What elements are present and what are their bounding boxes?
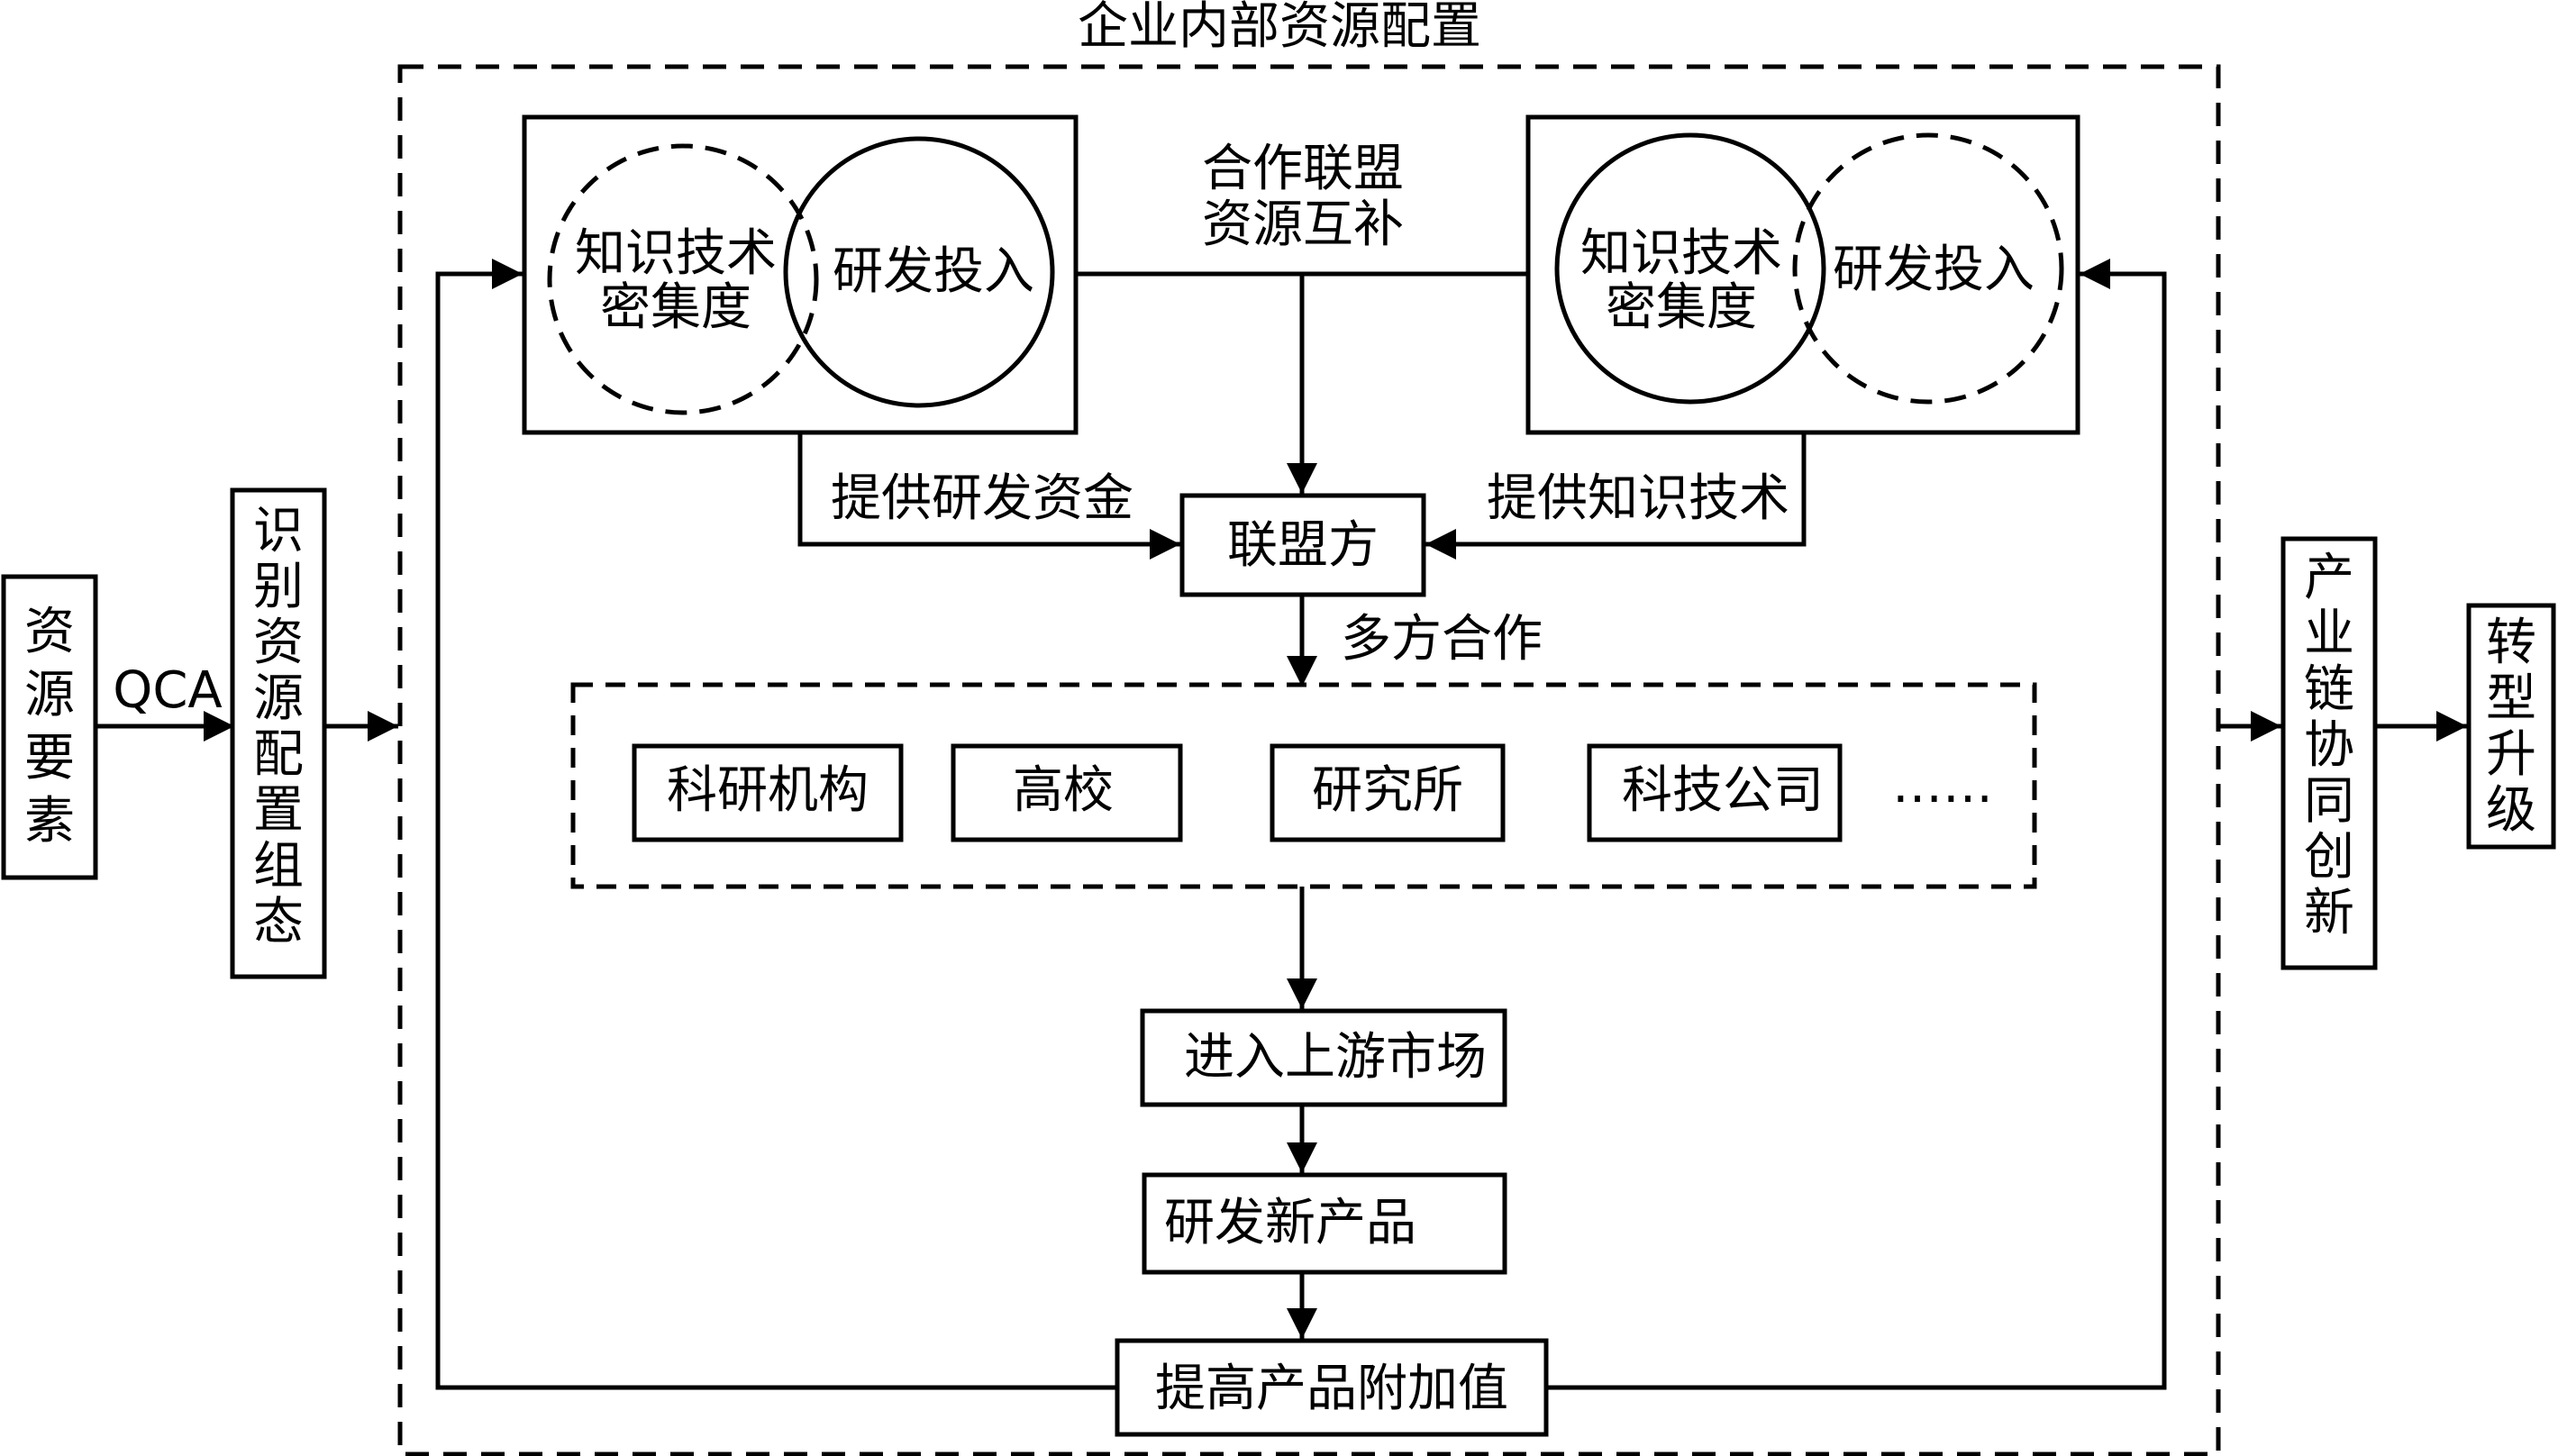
- svg-text:业: 业: [2304, 605, 2354, 663]
- svg-text:协: 协: [2304, 716, 2354, 775]
- firm-a-knowledge-line2: 密集度: [600, 278, 751, 337]
- value-add-label: 提高产品附加值: [1155, 1360, 1508, 1418]
- svg-text:组: 组: [253, 837, 304, 896]
- provide-funds-label: 提供研发资金: [831, 469, 1133, 528]
- provide-tech-label: 提供知识技术: [1487, 469, 1789, 528]
- alliance-complement-line2: 资源互补: [1202, 196, 1404, 254]
- svg-text:资: 资: [24, 603, 75, 661]
- svg-text:要: 要: [24, 729, 75, 787]
- firm-a-knowledge-line1: 知识技术: [575, 224, 777, 283]
- identify-config-label: 识 别 资 源 配 置 组 态: [253, 502, 304, 951]
- svg-text:型: 型: [2486, 669, 2536, 728]
- firm-b-knowledge-line2: 密集度: [1606, 278, 1757, 337]
- feedback-right-arrow: [1546, 259, 2167, 1390]
- partner-box-research-inst: [632, 743, 904, 842]
- firm-b-knowledge-line1: 知识技术: [1580, 224, 1782, 283]
- svg-text:源: 源: [24, 666, 75, 724]
- transform-label: 转 型 升 级: [2486, 614, 2536, 840]
- svg-text:源: 源: [253, 669, 304, 728]
- resource-factor-label: 资 源 要 素: [24, 603, 75, 851]
- transform-box: [2466, 603, 2556, 850]
- svg-text:置: 置: [253, 781, 304, 840]
- firm-a-knowledge-circle: [547, 143, 819, 415]
- partner-university-label: 高校: [1013, 761, 1114, 820]
- svg-text:识: 识: [253, 502, 304, 560]
- svg-text:转: 转: [2486, 614, 2536, 672]
- provide-tech-arrow: [1425, 432, 1807, 560]
- partner-institute-label: 研究所: [1312, 761, 1463, 820]
- svg-text:素: 素: [24, 792, 75, 851]
- firm-a-rd-label: 研发投入: [833, 242, 1034, 301]
- upstream-market-box: [1140, 1008, 1507, 1107]
- svg-text:同: 同: [2304, 772, 2354, 831]
- svg-text:别: 别: [253, 558, 304, 616]
- partners-group: [570, 682, 2037, 889]
- partner-tech-company-label: 科技公司: [1622, 761, 1824, 820]
- identify-config-box: [230, 487, 327, 979]
- firm-b-rd-label: 研发投入: [1833, 241, 2035, 299]
- upstream-market-label: 进入上游市场: [1184, 1028, 1487, 1087]
- svg-text:链: 链: [2304, 660, 2354, 719]
- svg-text:新: 新: [2304, 884, 2354, 942]
- qca-label: QCA: [113, 661, 223, 720]
- multi-coop-label: 多方合作: [1341, 610, 1543, 669]
- partner-box-institute: [1270, 743, 1506, 842]
- svg-text:升: 升: [2486, 725, 2536, 784]
- partner-research-inst-label: 科研机构: [667, 761, 869, 820]
- firm-b-knowledge-circle: [1554, 132, 1826, 405]
- enterprise-boundary: [397, 64, 2221, 1456]
- feedback-left-arrow: [435, 259, 1117, 1390]
- provide-funds-arrow: [797, 432, 1180, 560]
- firm-b-rd-circle: [1792, 132, 2064, 405]
- alliance-complement-line1: 合作联盟: [1202, 140, 1404, 198]
- chain-innovation-box: [2280, 536, 2378, 970]
- svg-text:资: 资: [253, 614, 304, 672]
- diagram-title: 企业内部资源配置: [1078, 0, 1481, 56]
- partners-ellipsis: ……: [1892, 756, 1993, 814]
- alliance-label: 联盟方: [1227, 516, 1379, 575]
- svg-text:配: 配: [253, 725, 304, 784]
- svg-text:态: 态: [253, 893, 304, 951]
- svg-text:级: 级: [2486, 781, 2536, 840]
- chain-innovation-label: 产 业 链 协 同 创 新: [2304, 549, 2354, 942]
- new-product-label: 研发新产品: [1164, 1194, 1416, 1252]
- svg-text:产: 产: [2304, 549, 2354, 607]
- partner-box-tech-company: [1587, 743, 1843, 842]
- svg-text:创: 创: [2304, 828, 2354, 887]
- partner-box-university: [951, 743, 1183, 842]
- new-product-box: [1142, 1172, 1507, 1275]
- firm-a-rd-circle: [783, 136, 1055, 408]
